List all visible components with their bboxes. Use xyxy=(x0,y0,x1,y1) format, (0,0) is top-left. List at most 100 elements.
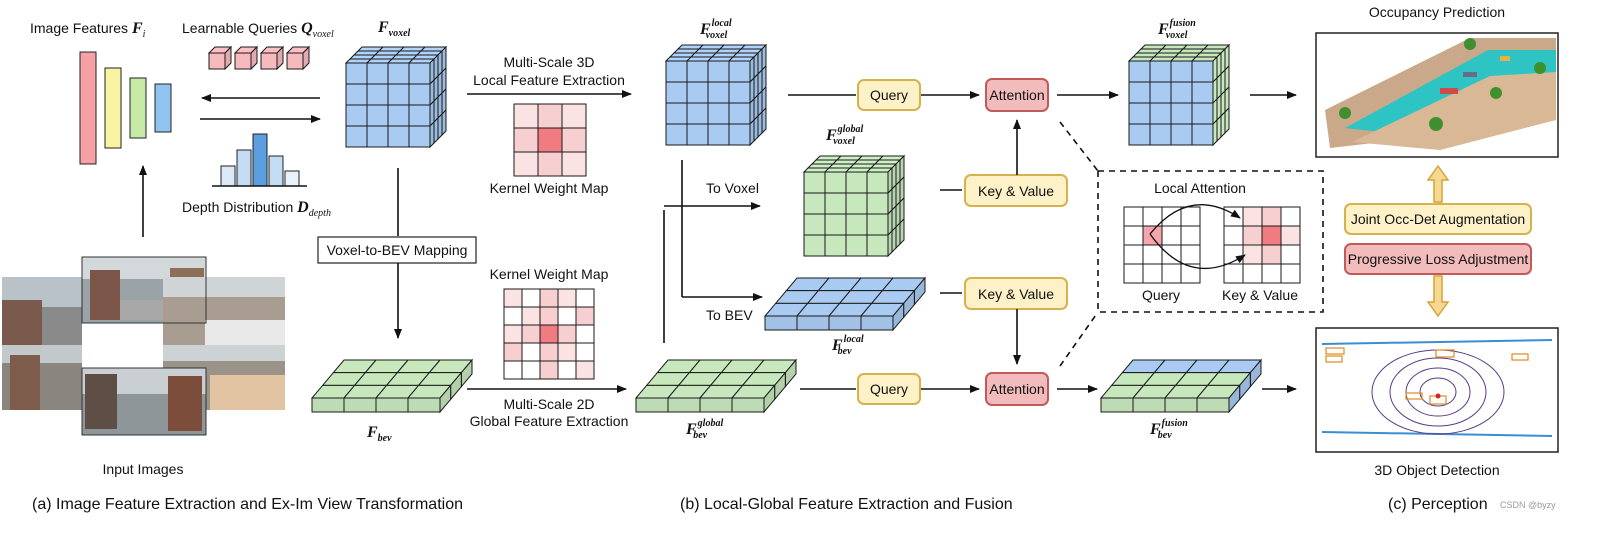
query-cube xyxy=(207,45,233,71)
la-kv-cell xyxy=(1261,206,1282,227)
cube-front-cell xyxy=(845,213,868,236)
cube-side-cell xyxy=(887,229,893,258)
la-kv-cell xyxy=(1280,225,1301,246)
cube-front-cell xyxy=(1191,123,1214,146)
f-voxel-fusion-cube xyxy=(1127,43,1231,147)
cube-side-cell xyxy=(891,225,897,254)
la-kv-cell xyxy=(1242,225,1263,246)
la-query-cell xyxy=(1142,263,1163,284)
cube-front-cell xyxy=(665,102,688,125)
kv-top-box xyxy=(964,174,1068,207)
cube-side-cell xyxy=(433,116,439,145)
kwm-cell xyxy=(557,306,577,326)
kv-bottom-label: Key & Value xyxy=(978,286,1054,302)
cube-side-cell xyxy=(437,112,443,141)
kwm-cell xyxy=(513,151,539,177)
la-query-cell xyxy=(1161,263,1182,284)
slab-side-cell xyxy=(1228,383,1241,414)
la-query-cell xyxy=(1161,225,1182,246)
cube-front-cell xyxy=(286,52,304,70)
cube-front-cell xyxy=(665,123,688,146)
kernel-weight-map-top-label: Kernel Weight Map xyxy=(490,180,609,196)
cube-front-cell xyxy=(728,102,751,125)
query-cube xyxy=(259,45,285,71)
attention-bottom-label: Attention xyxy=(989,381,1044,397)
kwm-cell xyxy=(513,127,539,153)
slab-side-cell xyxy=(892,301,905,332)
cube-front-cell xyxy=(686,123,709,146)
slab-front-cell xyxy=(731,397,765,413)
cube-front-cell xyxy=(803,213,826,236)
kwm-cell xyxy=(561,127,587,153)
image-features-label: Image Features Fi xyxy=(30,20,146,40)
slab-front-cell xyxy=(1132,397,1166,413)
feature-volumes xyxy=(310,43,1263,414)
la-kv-cell xyxy=(1242,263,1263,284)
occupancy-label: Occupancy Prediction xyxy=(1369,4,1505,20)
cube-front-cell xyxy=(1149,60,1172,83)
la-query-cell xyxy=(1123,263,1144,284)
query-cube xyxy=(285,45,311,71)
to-bev-label: To BEV xyxy=(706,307,753,323)
kwm-cell xyxy=(521,324,541,344)
la-kv-label: Key & Value xyxy=(1222,287,1298,303)
kernel-weight-map-5x5 xyxy=(503,288,595,380)
slab-front-cell xyxy=(1164,397,1198,413)
learnable-query-cubes xyxy=(207,45,311,71)
kwm-cell xyxy=(539,324,559,344)
la-query-label: Query xyxy=(1142,287,1180,303)
cube-front-cell xyxy=(1149,123,1172,146)
multi3d-line1: Multi-Scale 3D xyxy=(503,54,594,70)
kwm-cell xyxy=(561,151,587,177)
cube-front-cell xyxy=(260,52,278,70)
cube-front-cell xyxy=(1191,81,1214,104)
kwm-cell xyxy=(503,324,523,344)
cube-front-cell xyxy=(1191,102,1214,125)
cube-front-cell xyxy=(387,62,410,85)
la-arc-bottom xyxy=(1149,233,1246,270)
kernel-weight-map-mid-label: Kernel Weight Map xyxy=(490,266,609,282)
attention-top-label: Attention xyxy=(989,87,1044,103)
la-query-cell xyxy=(1180,244,1201,265)
f-bev-local-slab xyxy=(763,276,927,332)
kwm-cell xyxy=(557,360,577,380)
attention-top-box xyxy=(985,78,1049,112)
la-query-cell xyxy=(1123,206,1144,227)
cube-front-cell xyxy=(208,52,226,70)
cube-side-cell xyxy=(757,110,763,139)
query-top-label: Query xyxy=(870,87,908,103)
cube-front-cell xyxy=(728,60,751,83)
la-kv-cell xyxy=(1223,225,1244,246)
cube-front-cell xyxy=(345,125,368,148)
la-query-cell xyxy=(1180,225,1201,246)
cube-front-cell xyxy=(366,83,389,106)
kwm-cell xyxy=(575,342,595,362)
cube-front-cell xyxy=(665,60,688,83)
cube-front-cell xyxy=(686,102,709,125)
la-kv-cell xyxy=(1261,244,1282,265)
cube-front-cell xyxy=(1170,60,1193,83)
cube-front-cell xyxy=(686,60,709,83)
cube-front-cell xyxy=(1170,81,1193,104)
kwm-cell xyxy=(521,306,541,326)
cube-side-cell xyxy=(429,120,435,149)
la-query-cell xyxy=(1180,206,1201,227)
cube-front-cell xyxy=(1128,123,1151,146)
slab-front-cell xyxy=(667,397,701,413)
input-images-label: Input Images xyxy=(103,461,184,477)
cube-side-cell xyxy=(1216,114,1222,143)
kv-top-label: Key & Value xyxy=(978,183,1054,199)
cube-front-cell xyxy=(387,125,410,148)
cube-front-cell xyxy=(803,171,826,194)
cube-side-cell xyxy=(761,106,767,135)
cube-side-cell xyxy=(1220,110,1226,139)
kwm-cell xyxy=(561,103,587,129)
learnable-queries-label: Learnable Queries Qvoxel xyxy=(182,20,334,40)
cube-front-cell xyxy=(408,125,431,148)
to-voxel-label: To Voxel xyxy=(706,180,759,196)
la-kv-cell xyxy=(1280,244,1301,265)
